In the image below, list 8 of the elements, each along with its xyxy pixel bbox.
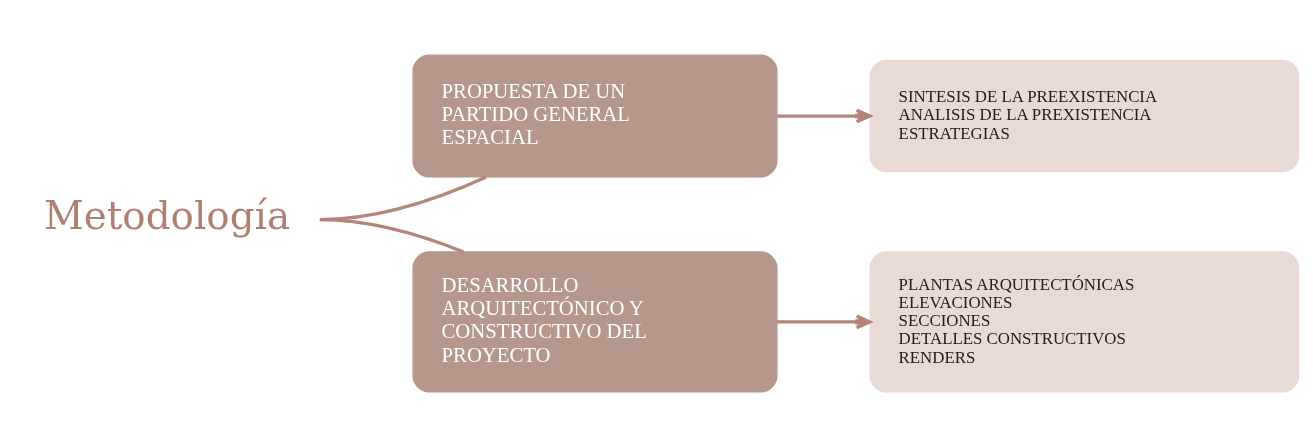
arrow: [777, 108, 872, 124]
node-box: PROPUESTA DE UN PARTIDO GENERAL ESPACIAL: [412, 54, 778, 178]
connector: [319, 218, 465, 254]
node-box: PLANTAS ARQUITECTÓNICAS ELEVACIONES SECCIONES DETALLES CONSTRUCTIVOS RENDERS: [869, 251, 1300, 393]
node-box: DESARROLLO ARQUITECTÓNICO Y CONSTRUCTIVO DEL PROYECTO: [412, 251, 778, 393]
node-text: Metodología: [43, 193, 291, 239]
node-box: SINTESIS DE LA PREEXISTENCIA ANALISIS DE LA PREXISTENCIA ESTRATEGIAS: [869, 59, 1300, 173]
arrow: [777, 314, 872, 330]
